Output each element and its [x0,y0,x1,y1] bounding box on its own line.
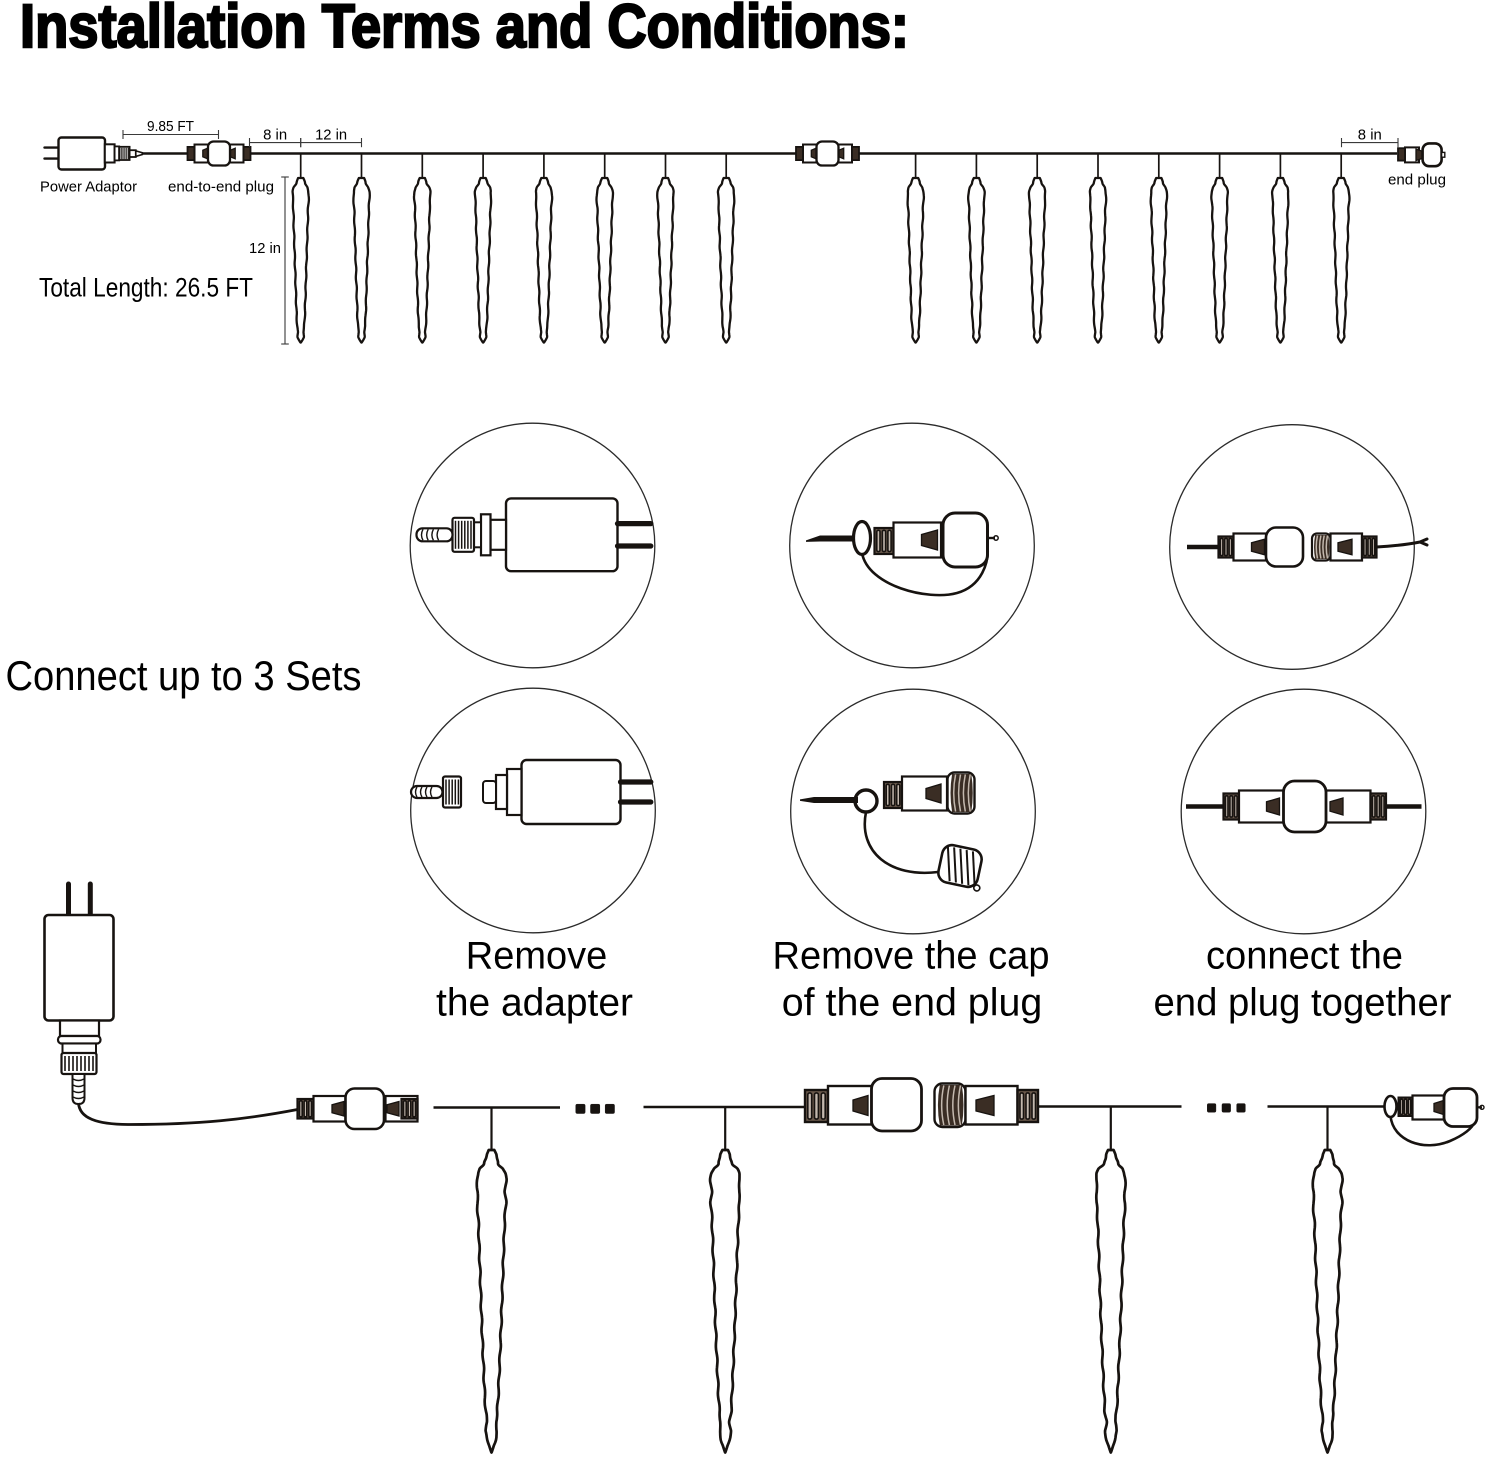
svg-text:Remove the cap: Remove the cap [773,935,1050,978]
svg-text:Total Length: 26.5 FT: Total Length: 26.5 FT [39,273,253,303]
svg-text:connect the: connect the [1206,935,1403,978]
svg-text:the adapter: the adapter [436,982,633,1025]
svg-text:12 in: 12 in [249,240,281,257]
svg-text:9.85 FT: 9.85 FT [147,118,194,135]
svg-text:end plug together: end plug together [1154,982,1452,1025]
svg-text:end-to-end plug: end-to-end plug [168,180,274,196]
svg-text:Connect up to 3 Sets: Connect up to 3 Sets [6,652,362,699]
svg-text:Installation Terms and Conditi: Installation Terms and Conditions: [20,0,909,60]
svg-text:12 in: 12 in [315,127,347,144]
svg-text:end plug: end plug [1388,172,1446,189]
svg-text:8 in: 8 in [1358,127,1382,144]
svg-text:Remove: Remove [466,935,608,978]
svg-text:of the end plug: of the end plug [782,982,1043,1025]
svg-text:8 in: 8 in [263,127,287,144]
svg-text:Power Adaptor: Power Adaptor [40,180,137,196]
